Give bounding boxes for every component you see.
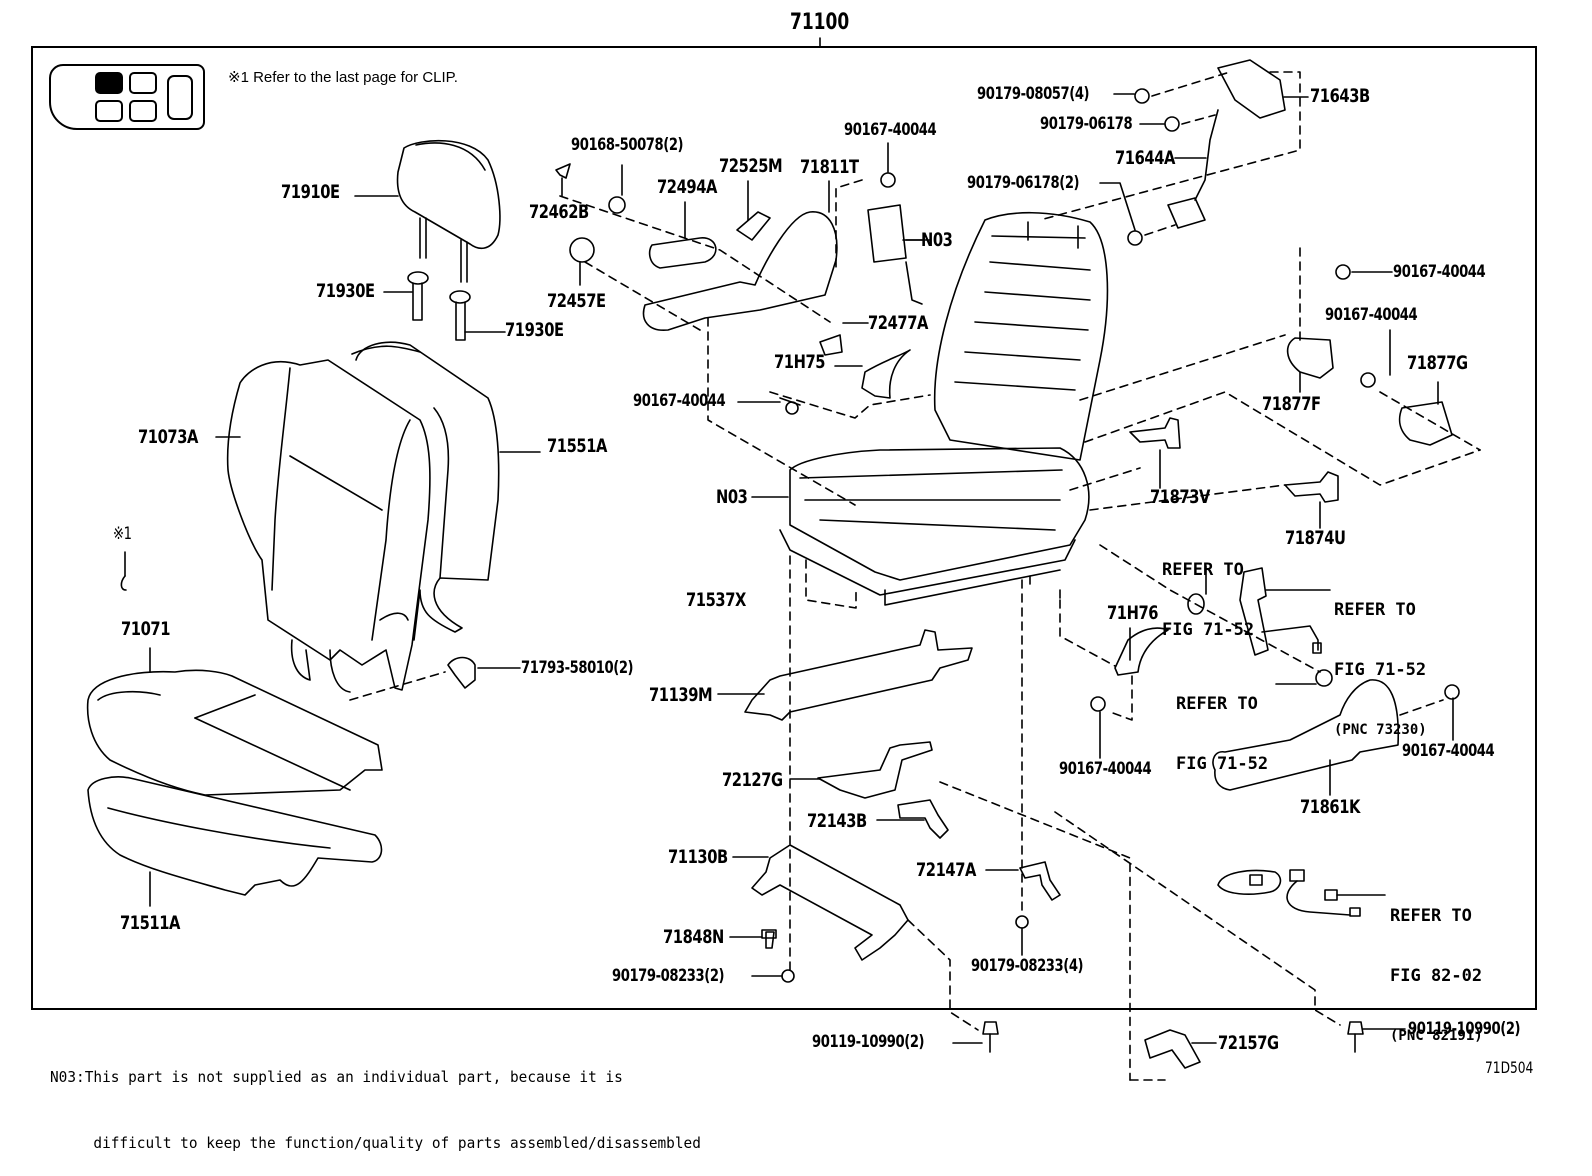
- part-label-90167-40044[interactable]: 90167-40044: [1402, 741, 1495, 761]
- reference-line2: FIG 71-52: [1176, 754, 1269, 774]
- reference-line1: REFER TO: [1334, 600, 1416, 620]
- part-label-71861K[interactable]: 71861K: [1300, 796, 1360, 818]
- side-cover-drawing: [1079, 247, 1481, 486]
- headrest-guide-drawing: [383, 271, 506, 341]
- part-label-71930E[interactable]: 71930E: [505, 319, 564, 341]
- reference-fig-82-02-harness[interactable]: REFER TO FIG 82-02 (PNC 82191): [1390, 866, 1483, 1066]
- part-label-90168-50078[interactable]: 90168-50078(2): [571, 135, 684, 155]
- part-label-72127G[interactable]: 72127G: [722, 769, 783, 791]
- seat-belt-buckle-drawing: [1099, 544, 1333, 687]
- part-label-90167-40044[interactable]: 90167-40044: [1325, 305, 1418, 325]
- reference-line1: REFER TO: [1162, 560, 1244, 580]
- clip-drawing: [120, 551, 127, 591]
- part-label-71511A[interactable]: 71511A: [120, 912, 180, 934]
- part-label-N03[interactable]: N03: [921, 229, 953, 251]
- part-label-90167-40044[interactable]: 90167-40044: [844, 120, 937, 140]
- part-label-72494A[interactable]: 72494A: [657, 176, 717, 198]
- exploded-view-drawing: [86, 37, 1481, 1081]
- reference-line2: FIG 71-52: [1162, 620, 1255, 640]
- part-label-90119-10990[interactable]: 90119-10990(2): [1408, 1019, 1521, 1039]
- part-label-72157G[interactable]: 72157G: [1218, 1032, 1279, 1054]
- reference-fig-71-52-buckle[interactable]: REFER TO FIG 71-52 (PNC 73230): [1334, 560, 1427, 760]
- part-label-71877F[interactable]: 71877F: [1262, 393, 1321, 415]
- part-label-90167-40044[interactable]: 90167-40044: [1059, 759, 1152, 779]
- reference-pnc: (PNC 73230): [1334, 722, 1427, 738]
- part-label-71H76[interactable]: 71H76: [1107, 602, 1159, 624]
- part-label-71139M[interactable]: 71139M: [649, 684, 713, 706]
- part-label-90167-40044[interactable]: 90167-40044: [1393, 262, 1486, 282]
- part-label-71877G[interactable]: 71877G: [1407, 352, 1468, 374]
- part-label-90179-06178[interactable]: 90179-06178: [1040, 114, 1133, 134]
- part-label-72143B[interactable]: 72143B: [807, 810, 867, 832]
- seat-cushion-pad-drawing: [87, 776, 383, 907]
- wire-harness-drawing: [1217, 869, 1386, 917]
- part-label-90179-08233-4[interactable]: 90179-08233(4): [971, 956, 1084, 976]
- recliner-cable-drawing: [1039, 59, 1309, 246]
- part-label-72457E[interactable]: 72457E: [547, 290, 606, 312]
- part-label-71874U[interactable]: 71874U: [1285, 527, 1346, 549]
- part-label-71537X[interactable]: 71537X: [686, 589, 746, 611]
- locator-cell-rear-left: [95, 100, 123, 122]
- part-label-90119-10990[interactable]: 90119-10990(2): [812, 1032, 925, 1052]
- part-label-71811T[interactable]: 71811T: [800, 156, 859, 178]
- part-label-71643B[interactable]: 71643B: [1310, 85, 1370, 107]
- part-label-71848N[interactable]: 71848N: [663, 926, 724, 948]
- reference-fig-71-52-clip[interactable]: REFER TO FIG 71-52: [1162, 520, 1254, 660]
- part-label-71644A[interactable]: 71644A: [1115, 147, 1175, 169]
- bracket-71H76-drawing: [1059, 599, 1169, 759]
- part-label-90179-06178-2[interactable]: 90179-06178(2): [967, 173, 1080, 193]
- part-label-90167-40044[interactable]: 90167-40044: [633, 391, 726, 411]
- reference-line1: REFER TO: [1176, 694, 1258, 714]
- part-label-71910E[interactable]: 71910E: [281, 181, 340, 203]
- assembly-number[interactable]: 71100: [790, 10, 850, 35]
- bottom-bolt-drawing: [952, 1021, 1406, 1069]
- part-label-71073A[interactable]: 71073A: [138, 426, 198, 448]
- part-label-71071[interactable]: 71071: [121, 618, 170, 640]
- bracket-drawing: [1089, 417, 1339, 529]
- seatback-cover-drawing: [215, 359, 431, 693]
- reference-line2: FIG 71-52: [1334, 660, 1427, 680]
- reference-line2: FIG 82-02: [1390, 966, 1483, 986]
- seat-rail-drawing: [717, 629, 1061, 983]
- seat-frame-drawing: [751, 211, 1141, 606]
- assembly-guide-lines: [789, 555, 1341, 1081]
- seatback-pad-drawing: [351, 341, 541, 641]
- headrest-drawing: [354, 139, 501, 283]
- diagram-frame: [31, 46, 1537, 1010]
- part-label-72462B[interactable]: 72462B: [529, 201, 589, 223]
- part-label-71793-58010[interactable]: 71793-58010(2): [521, 658, 634, 678]
- drawing-code: 71D504: [1485, 1058, 1534, 1077]
- side-shield-drawing: [1212, 679, 1460, 796]
- clip-marker[interactable]: ※1: [113, 524, 132, 544]
- locator-cell-rear-bench: [167, 75, 193, 120]
- locator-cell-front-left: [95, 72, 123, 94]
- locator-cell-front-right: [129, 72, 157, 94]
- part-label-71873V[interactable]: 71873V: [1150, 486, 1210, 508]
- locator-cell-rear-right: [129, 100, 157, 122]
- seatback-clip-drawing: [349, 656, 521, 701]
- part-label-72525M[interactable]: 72525M: [719, 155, 783, 177]
- reference-pnc: (PNC 82191): [1390, 1028, 1483, 1044]
- part-label-N03[interactable]: N03: [716, 486, 748, 508]
- part-label-72477A[interactable]: 72477A: [868, 312, 928, 334]
- part-label-72147A[interactable]: 72147A: [916, 859, 976, 881]
- part-label-71H75[interactable]: 71H75: [774, 351, 826, 373]
- part-label-90179-08233-2[interactable]: 90179-08233(2): [612, 966, 725, 986]
- reference-line1: REFER TO: [1390, 906, 1472, 926]
- seat-position-locator-icon: [49, 64, 205, 130]
- n03-footnote: N03:This part is not supplied as an indi…: [50, 1022, 701, 1176]
- footnote-line2: difficult to keep the function/quality o…: [50, 1134, 701, 1152]
- part-label-90179-08057[interactable]: 90179-08057(4): [977, 84, 1090, 104]
- part-label-71930E[interactable]: 71930E: [316, 280, 375, 302]
- seat-cushion-cover-drawing: [86, 647, 383, 796]
- part-label-71551A[interactable]: 71551A: [547, 435, 607, 457]
- clip-note: ※1 Refer to the last page for CLIP.: [228, 69, 458, 86]
- bracket-71H75-drawing: [737, 349, 931, 419]
- part-label-71130B[interactable]: 71130B: [668, 846, 728, 868]
- reference-fig-71-52-nut[interactable]: REFER TO FIG 71-52: [1176, 654, 1268, 794]
- footnote-line1: N03:This part is not supplied as an indi…: [50, 1068, 623, 1086]
